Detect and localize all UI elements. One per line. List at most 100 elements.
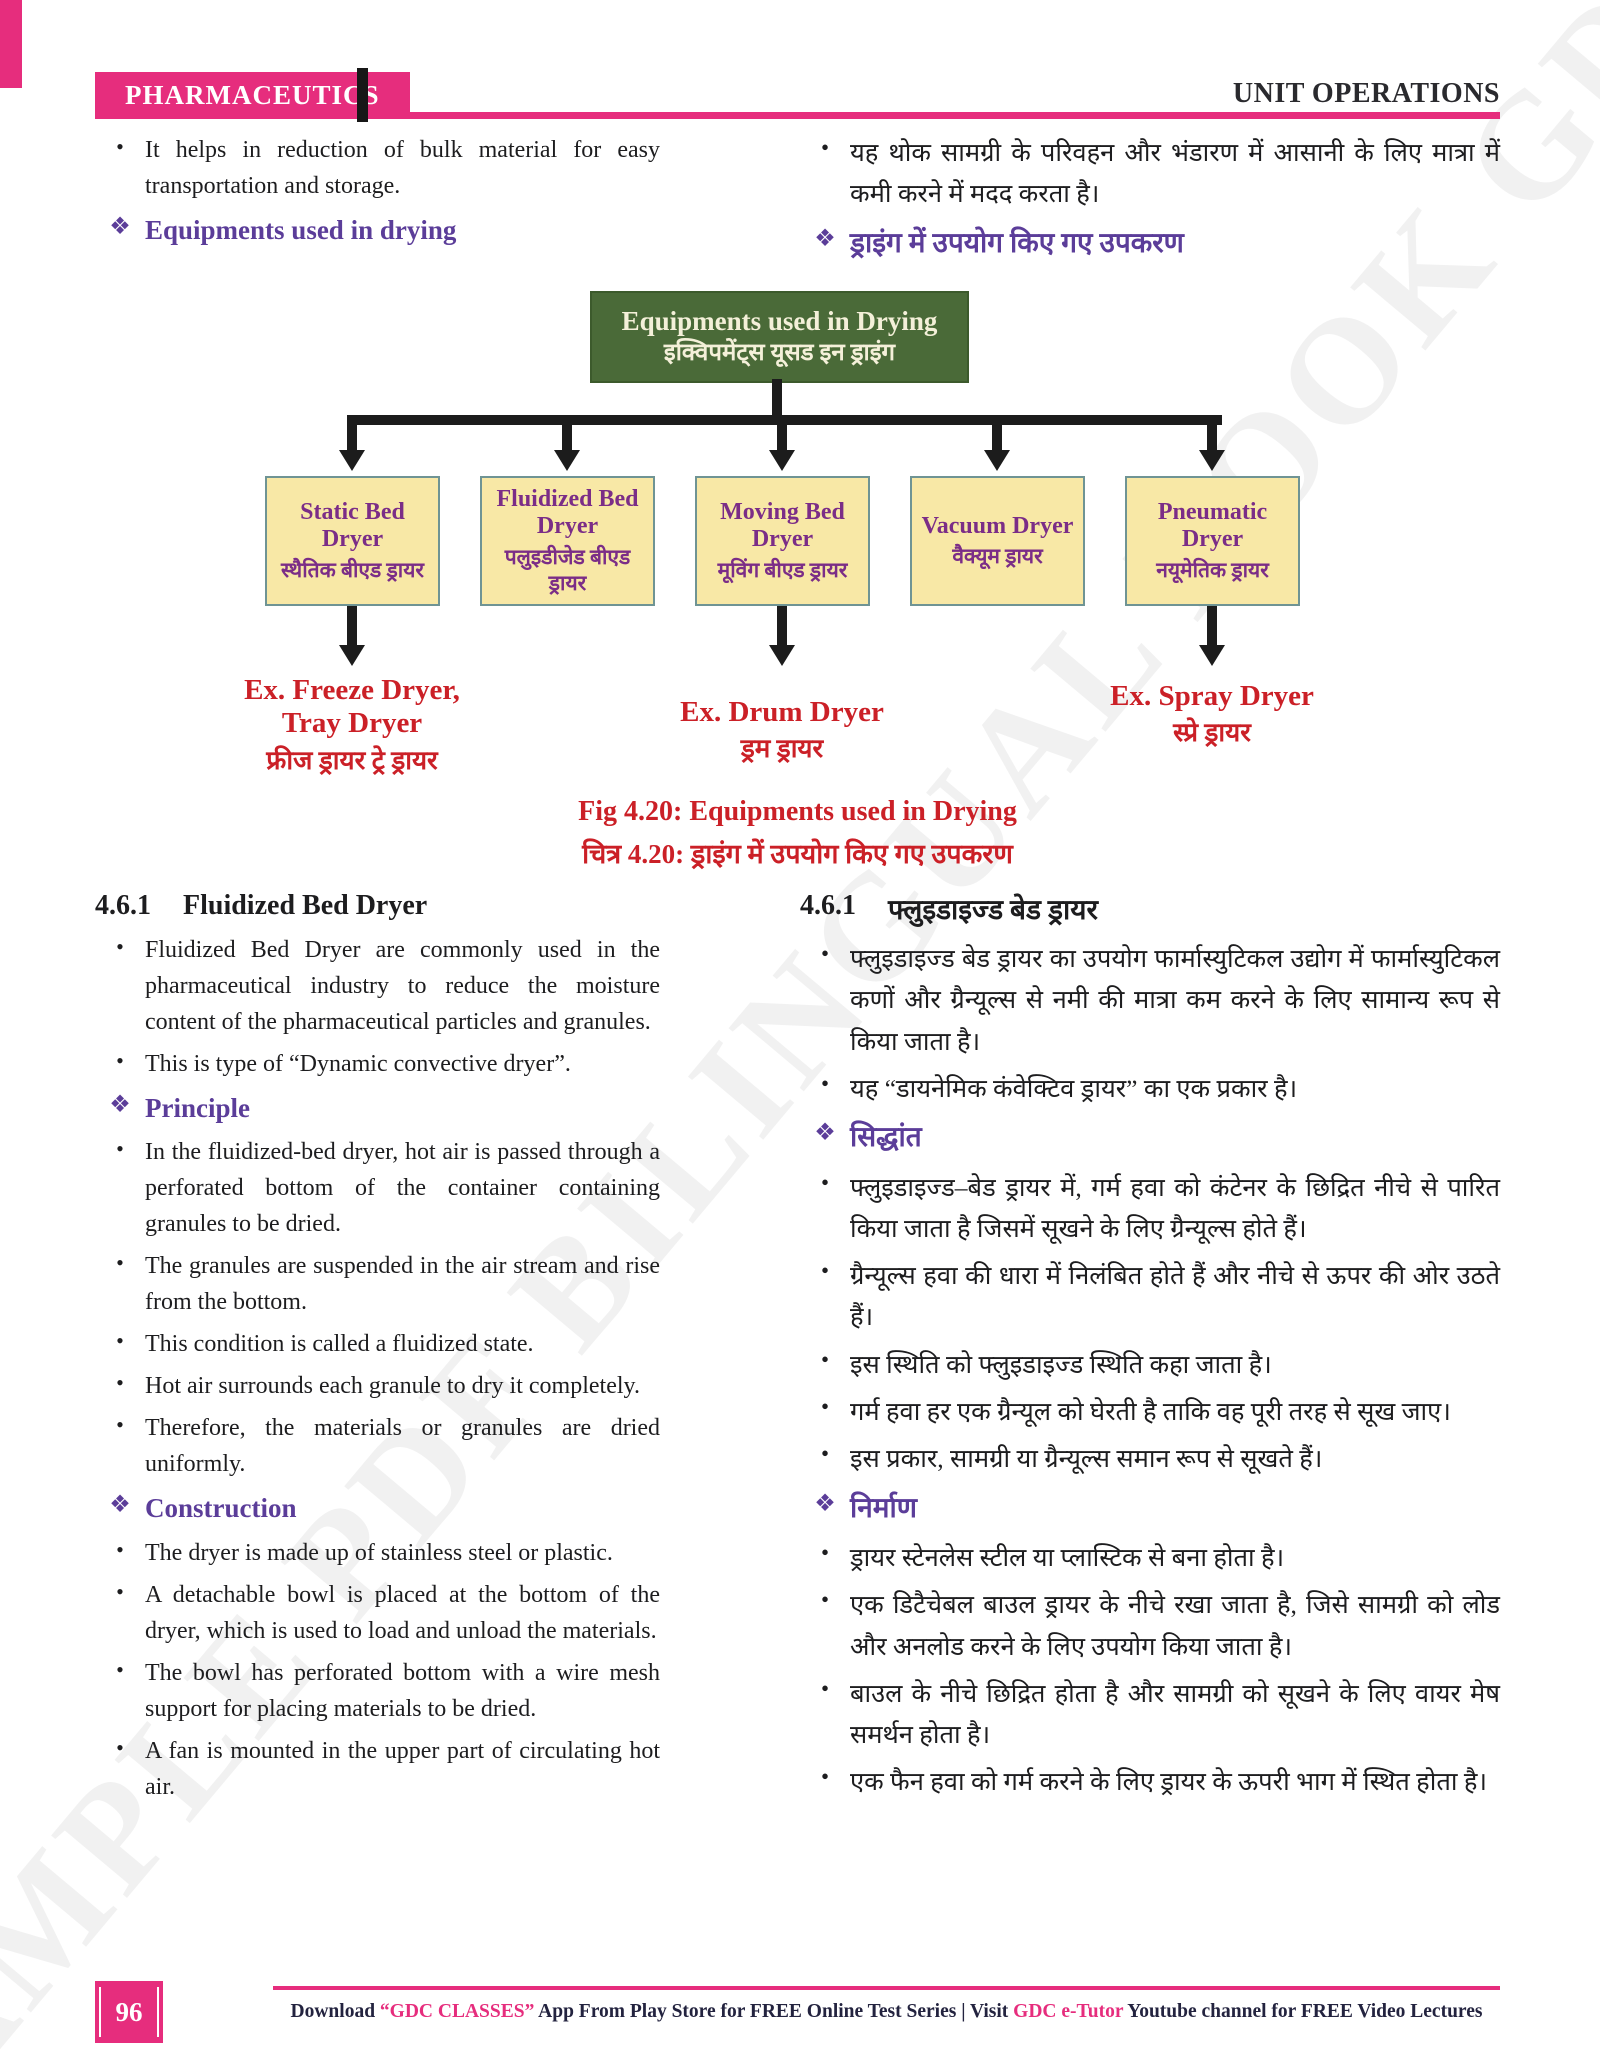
flowchart-node-moving-bed: Moving Bed Dryer मूविंग बीएड ड्रायर: [695, 475, 870, 606]
intro-hindi-text: यह थोक सामग्री के परिवहन और भंडारण में आ…: [850, 138, 1500, 209]
footer-text-segment: App From Play Store for FREE Online Test…: [534, 2001, 1014, 2022]
root-node-english-label: Equipments used in Drying: [621, 306, 938, 337]
node-english-label: Fluidized Bed Dryer: [496, 485, 639, 540]
list-item: •A fan is mounted in the upper part of c…: [95, 1733, 660, 1805]
body-text: The granules are suspended in the air st…: [145, 1253, 660, 1316]
connector-line: [1207, 424, 1217, 451]
flowchart-node-fluidized-bed: Fluidized Bed Dryer पलुइडीजेड बीएड ड्राय…: [480, 475, 655, 606]
body-text: The bowl has perforated bottom with a wi…: [145, 1659, 660, 1722]
body-text: Hot air surrounds each granule to dry it…: [145, 1373, 640, 1400]
list-item: •The dryer is made up of stainless steel…: [95, 1535, 660, 1571]
list-item: •This condition is called a fluidized st…: [95, 1326, 660, 1362]
bullet-icon: •: [116, 1328, 124, 1354]
bullet-icon: •: [116, 134, 124, 159]
body-text: इस प्रकार, सामग्री या ग्रैन्यूल्स समान र…: [850, 1444, 1323, 1474]
section-english-column: 4.6.1 Fluidized Bed Dryer • Fluidized Bed…: [95, 876, 660, 1811]
flowchart-root-node: Equipments used in Drying इक्विपमेंट्स य…: [590, 290, 969, 383]
body-text: इस स्थिति को फ्लुइडाइज्ड स्थिति कहा जाता…: [850, 1349, 1272, 1379]
bullet-icon: •: [116, 1578, 124, 1604]
list-item: •यह “डायनेमिक कंवेक्टिव ड्रायर” का एक प्…: [800, 1068, 1500, 1109]
page-number-box: 96: [95, 1981, 163, 2043]
arrow-down-icon: [1199, 449, 1225, 471]
list-item: • ग्रैन्यूल्स हवा की धारा में निलंबित होत…: [800, 1255, 1500, 1338]
list-item: • Fluidized Bed Dryer are commonly used i…: [95, 932, 660, 1040]
example-english-line: Tray Dryer: [281, 707, 423, 740]
body-text: एक फैन हवा को गर्म करने के लिए ड्रायर के…: [850, 1767, 1488, 1797]
list-item: • It helps in reduction of bulk material…: [95, 132, 660, 204]
connector-line: [347, 414, 1222, 425]
bullet-icon: •: [116, 1412, 124, 1438]
section-row: 4.6.1 Fluidized Bed Dryer • Fluidized Bed…: [95, 876, 1500, 1811]
body-text: एक डिटैचेबल बाउल ड्रायर के नीचे रखा जाता…: [850, 1590, 1500, 1661]
bullet-icon: •: [116, 1047, 124, 1073]
list-item: • This is type of “Dynamic convective dry…: [95, 1046, 660, 1082]
list-item: •A detachable bowl is placed at the bott…: [95, 1577, 660, 1649]
footer-text-segment: Download: [290, 2001, 380, 2022]
body-text: Fluidized Bed Dryer are commonly used in…: [145, 936, 660, 1035]
arrow-down-icon: [769, 449, 795, 471]
list-item: •Therefore, the materials or granules ar…: [95, 1410, 660, 1482]
header-rule: [95, 112, 1500, 119]
body-text: फ्लुइडाइज्ड बेड ड्रायर का उपयोग फार्मास्…: [850, 943, 1500, 1056]
page-edge-accent: [0, 0, 22, 88]
bullet-icon: •: [116, 1250, 124, 1276]
diamond-icon: ❖: [109, 1091, 131, 1118]
badge-divider-bar: [357, 68, 368, 122]
example-english-line: Ex. Spray Dryer: [1110, 679, 1314, 712]
footer-text-segment: Youtube channel for FREE Video Lectures: [1123, 2001, 1483, 2022]
example-hindi-line: ड्रम ड्रायर: [740, 734, 824, 764]
body-text: ग्रैन्यूल्स हवा की धारा में निलंबित होते…: [850, 1261, 1500, 1332]
subheading-text: निर्माण: [850, 1492, 918, 1524]
bullet-icon: •: [820, 1587, 830, 1613]
example-hindi-line: फ्रीज ड्रायर ट्रे ड्रायर: [266, 745, 438, 775]
root-node-hindi-label: इक्विपमेंट्स यूसड इन ड्राइंग: [663, 339, 896, 366]
arrow-down-icon: [984, 449, 1010, 471]
example-english-line: Ex. Drum Dryer: [680, 695, 884, 728]
body-text: This is type of “Dynamic convective drye…: [145, 1050, 571, 1077]
footer-brand-highlight: GDC e-Tutor: [1013, 2001, 1124, 2022]
example-english-line: Ex. Freeze Dryer,: [244, 673, 460, 706]
section-number: 4.6.1: [800, 889, 856, 921]
page-number: 96: [99, 1987, 159, 2037]
footer-rule: [273, 1986, 1500, 1990]
section-number: 4.6.1: [95, 889, 151, 921]
bullet-icon: •: [116, 1370, 124, 1396]
connector-line: [347, 605, 357, 646]
bullet-icon: •: [820, 940, 830, 966]
list-item: ❖ Construction: [95, 1488, 660, 1529]
intro-hindi-column: • यह थोक सामग्री के परिवहन और भंडारण में…: [800, 132, 1500, 272]
intro-english-heading: Equipments used in drying: [145, 215, 457, 245]
node-english-label: Static Bed Dryer: [300, 498, 405, 553]
intro-english-text: It helps in reduction of bulk material f…: [145, 137, 660, 199]
body-text: In the fluidized-bed dryer, hot air is p…: [145, 1139, 660, 1238]
bullet-icon: •: [820, 1539, 830, 1565]
section-heading: 4.6.1 फ्लुइडाइज्ड बेड ड्रायर: [800, 890, 1500, 928]
intro-row: • It helps in reduction of bulk material…: [95, 132, 1500, 272]
connector-line: [347, 424, 357, 451]
node-english-label: Vacuum Dryer: [921, 512, 1074, 539]
footer-brand-highlight: “GDC CLASSES”: [379, 2001, 535, 2022]
flowchart-node-static-bed: Static Bed Dryer स्थैतिक बीएड ड्रायर: [265, 475, 440, 606]
list-item: • फ्लुइडाइज्ड बेड ड्रायर का उपयोग फार्मास…: [800, 938, 1500, 1062]
list-item: ❖Principle: [95, 1088, 660, 1129]
list-item: ❖ ड्राइंग में उपयोग किए गए उपकरण: [800, 221, 1500, 266]
arrow-down-icon: [554, 449, 580, 471]
connector-line: [777, 605, 787, 646]
body-text: फ्लुइडाइज्ड–बेड ड्रायर में, गर्म हवा को …: [850, 1172, 1500, 1243]
section-heading: 4.6.1 Fluidized Bed Dryer: [95, 890, 660, 922]
page-footer: 96 Download “GDC CLASSES” App From Play …: [95, 1981, 1500, 2053]
diamond-icon: ❖: [814, 1490, 836, 1517]
diamond-icon: ❖: [109, 1492, 131, 1519]
bullet-icon: •: [820, 1258, 830, 1284]
list-item: ❖सिद्धांत: [800, 1115, 1500, 1160]
bullet-icon: •: [116, 1536, 124, 1562]
body-text: गर्म हवा हर एक ग्रैन्यूल को घेरती है ताक…: [850, 1396, 1451, 1426]
node-english-label: Moving Bed Dryer: [720, 498, 845, 553]
flowchart-figure: Equipments used in Drying इक्विपमेंट्स य…: [95, 276, 1500, 876]
list-item: •In the fluidized-bed dryer, hot air is …: [95, 1134, 660, 1242]
body-text: ड्रायर स्टेनलेस स्टील या प्लास्टिक से बन…: [850, 1542, 1285, 1572]
subheading-text: Construction: [145, 1493, 297, 1524]
list-item: •फ्लुइडाइज्ड–बेड ड्रायर में, गर्म हवा को…: [800, 1167, 1500, 1250]
bullet-icon: •: [116, 933, 124, 959]
